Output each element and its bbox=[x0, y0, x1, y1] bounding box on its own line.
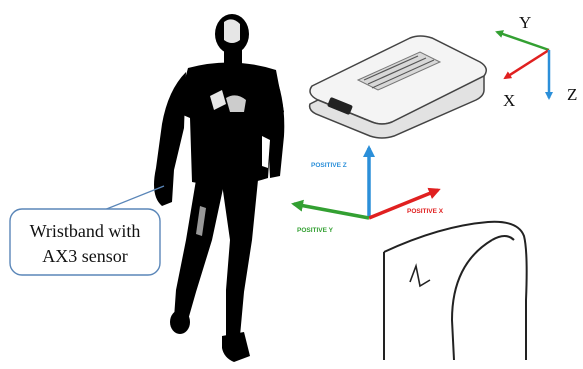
wrist-axes: POSITIVE Z POSITIVE X POSITIVE Y bbox=[294, 148, 444, 234]
callout: Wristband with AX3 sensor bbox=[10, 186, 164, 275]
callout-line-2: AX3 sensor bbox=[42, 246, 128, 266]
sensor-axis-z-label: Z bbox=[567, 85, 577, 104]
sensor-axis-x bbox=[505, 50, 549, 78]
wrist-axis-y-label: POSITIVE Y bbox=[297, 227, 334, 234]
wrist-axis-x-label: POSITIVE X bbox=[407, 208, 444, 215]
wrist-axis-z-label: POSITIVE Z bbox=[311, 162, 347, 169]
wrist-axis-y bbox=[294, 204, 369, 218]
logo-icon bbox=[410, 266, 430, 286]
wristband-drawing bbox=[384, 222, 527, 360]
callout-line-1: Wristband with bbox=[30, 221, 141, 241]
person-silhouette bbox=[154, 14, 284, 362]
sensor-axis-y bbox=[497, 32, 549, 50]
sensor-axis-x-label: X bbox=[503, 91, 515, 110]
ax3-sensor-device bbox=[310, 36, 487, 138]
sensor-axes: Y X Z bbox=[497, 13, 577, 110]
callout-leader bbox=[104, 186, 164, 210]
sensor-axis-y-label: Y bbox=[519, 13, 531, 32]
